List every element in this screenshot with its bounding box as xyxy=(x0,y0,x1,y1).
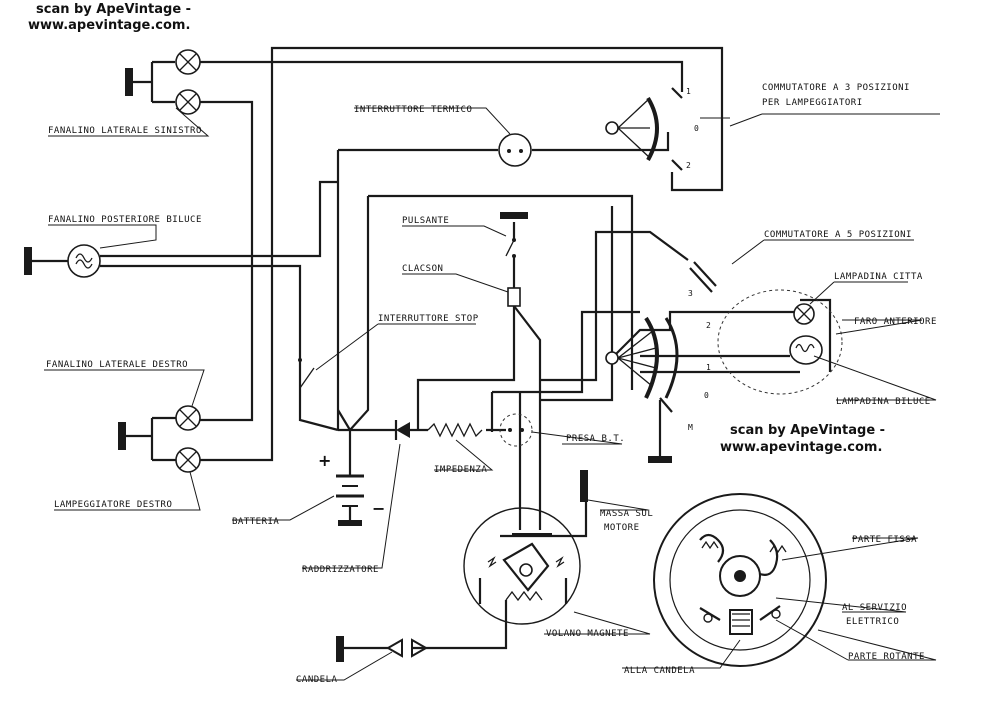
label-commutatore3-line2: PER LAMPEGGIATORI xyxy=(762,98,863,108)
label-fanalino-posteriore: FANALINO POSTERIORE BILUCE xyxy=(48,215,202,225)
label-lampadina-citta: LAMPADINA CITTA xyxy=(834,272,923,282)
label-interruttore-termico: INTERRUTTORE TERMICO xyxy=(354,105,472,115)
label-massa-motore-line1: MASSA SUL xyxy=(600,509,653,519)
ground-symbol xyxy=(118,422,126,450)
label-pulsante: PULSANTE xyxy=(402,216,449,226)
fanalino-posteriore-bulb xyxy=(67,244,101,278)
left-side-lamp-group xyxy=(125,49,201,115)
pulsante-switch xyxy=(500,212,528,258)
volano-magnete-diagram xyxy=(463,507,581,625)
flywheel-detail xyxy=(653,493,827,667)
label-alla-candela: ALLA CANDELA xyxy=(624,666,695,676)
label-parte-rotante: PARTE ROTANTE xyxy=(848,652,925,662)
comm5-pos-3: 3 xyxy=(688,289,693,298)
batteria: + − xyxy=(318,451,385,526)
ground-symbol xyxy=(338,520,362,526)
label-commutatore5: COMMUTATORE A 5 POSIZIONI xyxy=(764,230,912,240)
raddrizzatore xyxy=(394,420,410,440)
interruttore-termico xyxy=(498,133,532,167)
label-presa-bt: PRESA B.T. xyxy=(566,434,625,444)
comm5-pos-2: 2 xyxy=(706,321,711,330)
candela-symbol xyxy=(336,636,429,662)
label-lampadina-biluce: LAMPADINA BILUCE xyxy=(836,397,931,407)
ground-symbol xyxy=(24,247,32,275)
comm3-pos-1: 1 xyxy=(686,87,691,96)
comm5-pos-m: M xyxy=(688,423,693,432)
mid-credit-line1: scan by ApeVintage - xyxy=(730,423,885,438)
label-massa-motore-line2: MOTORE xyxy=(604,523,640,533)
top-credit-line2: www.apevintage.com. xyxy=(28,18,190,33)
label-interruttore-stop: INTERRUTTORE STOP xyxy=(378,314,479,324)
faro-anteriore xyxy=(717,289,843,395)
label-parte-fissa: PARTE FISSA xyxy=(852,535,917,545)
comm5-pos-1: 1 xyxy=(706,363,711,372)
lampadina-biluce-bulb xyxy=(789,335,823,365)
presa-bt xyxy=(499,413,533,447)
label-lampeggiatore-destro: LAMPEGGIATORE DESTRO xyxy=(54,500,172,510)
top-credit-line1: scan by ApeVintage - xyxy=(36,2,191,17)
labels: FANALINO LATERALE SINISTRO FANALINO POST… xyxy=(46,83,937,685)
commutatore-3-posizioni: 1 0 2 xyxy=(605,87,699,171)
comm3-pos-0: 0 xyxy=(694,124,699,133)
label-raddrizzatore: RADDRIZZATORE xyxy=(302,565,379,575)
ground-symbol xyxy=(125,68,133,96)
comm5-pos-0: 0 xyxy=(704,391,709,400)
label-al-servizio-line1: AL SERVIZIO xyxy=(842,603,907,613)
right-side-lamp-group xyxy=(118,405,201,473)
leader-lines xyxy=(44,107,940,681)
interruttore-stop-switch xyxy=(298,358,315,389)
label-clacson: CLACSON xyxy=(402,264,443,274)
mid-credit-line2: www.apevintage.com. xyxy=(720,440,882,455)
label-fanalino-destro: FANALINO LATERALE DESTRO xyxy=(46,360,188,370)
wiring xyxy=(100,46,832,650)
label-candela: CANDELA xyxy=(296,675,338,685)
massa-motore-ground xyxy=(580,470,588,502)
label-impedenza: IMPEDENZA xyxy=(434,465,487,475)
label-batteria: BATTERIA xyxy=(232,517,279,527)
rear-lamp-group xyxy=(24,244,101,278)
battery-plus-sign: + xyxy=(318,451,331,470)
label-faro-anteriore: FARO ANTERIORE xyxy=(854,317,937,327)
ground-symbol xyxy=(336,636,344,662)
commutatore-5-posizioni: 3 2 1 0 M xyxy=(605,261,717,463)
label-fanalino-sinistro: FANALINO LATERALE SINISTRO xyxy=(48,126,202,136)
comm3-pos-2: 2 xyxy=(686,161,691,170)
label-commutatore3-line1: COMMUTATORE A 3 POSIZIONI xyxy=(762,83,910,93)
ground-symbol xyxy=(648,456,672,463)
clacson-symbol xyxy=(507,287,521,307)
label-al-servizio-line2: ELETTRICO xyxy=(846,617,899,627)
label-volano-magnete: VOLANO MAGNETE xyxy=(546,629,629,639)
battery-minus-sign: − xyxy=(372,499,385,518)
